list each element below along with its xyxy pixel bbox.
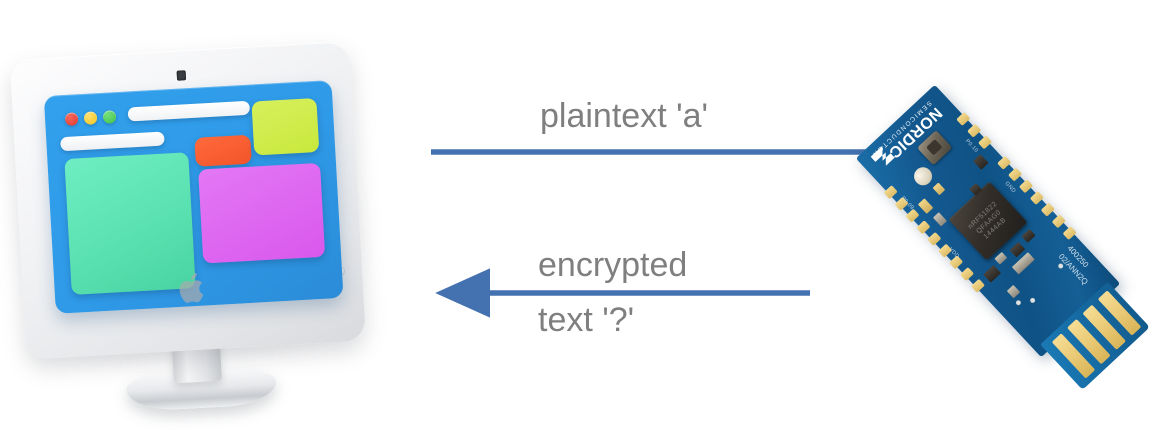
smd-component	[983, 265, 1002, 283]
via-hole	[1029, 296, 1037, 304]
edge-pad	[1018, 179, 1034, 194]
smd-component	[917, 198, 934, 214]
pcb-substrate: NORDIC SEMICONDUCTOR	[855, 84, 1150, 390]
smd-component	[973, 154, 989, 170]
edge-pad	[1029, 190, 1045, 205]
edge-pad	[956, 111, 971, 127]
via-hole	[1014, 299, 1022, 307]
imac-illustration	[3, 34, 384, 443]
edge-pad	[1062, 226, 1077, 241]
edge-pad	[977, 135, 993, 150]
smd-component	[1021, 228, 1036, 243]
apple-logo-icon	[179, 272, 204, 303]
edge-pad	[997, 155, 1012, 170]
smd-component	[932, 182, 946, 196]
edge-pad	[959, 266, 975, 282]
nordic-dongle-board: NORDIC SEMICONDUCTOR	[855, 84, 1150, 390]
edge-pad	[1051, 214, 1066, 229]
encrypted-arrow-label-line2: text '?'	[538, 301, 635, 339]
edge-pad	[916, 220, 931, 235]
edge-pad	[1040, 202, 1055, 217]
plaintext-arrow-label: plaintext 'a'	[540, 97, 708, 135]
edge-pad	[1008, 167, 1023, 182]
imac-body	[9, 41, 366, 360]
silkscreen-text: GND	[1003, 180, 1017, 195]
edge-pad	[883, 185, 898, 200]
led-component	[910, 163, 936, 189]
silkscreen-text: P0.10	[963, 138, 980, 154]
encrypted-arrow-label-line1: encrypted	[538, 246, 688, 284]
nordic-branding: NORDIC SEMICONDUCTOR	[856, 85, 958, 184]
edge-pad	[970, 278, 986, 293]
smd-component	[932, 212, 947, 227]
edge-pad	[905, 208, 920, 223]
nordic-logo-icon	[870, 145, 895, 166]
smd-component	[1006, 284, 1021, 299]
edge-pad	[927, 231, 942, 246]
smd-component	[994, 251, 1008, 265]
nordic-dongle-illustration: NORDIC SEMICONDUCTOR	[855, 63, 1172, 390]
edge-pad	[967, 123, 982, 138]
